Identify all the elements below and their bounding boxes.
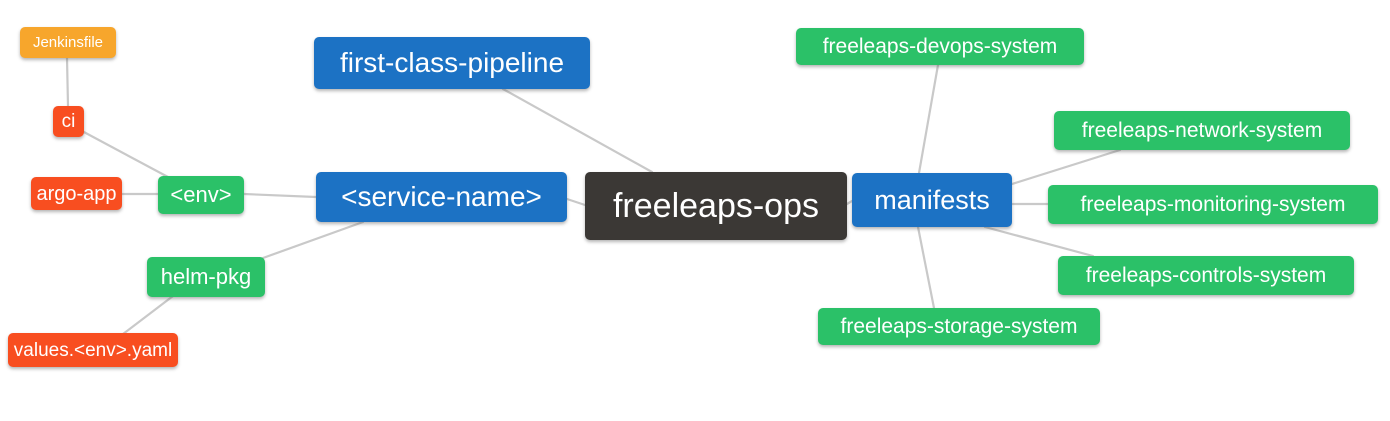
node-values-env-yaml[interactable]: values.<env>.yaml bbox=[8, 333, 178, 367]
node-label: Jenkinsfile bbox=[32, 34, 104, 51]
node-freeleaps-controls-system[interactable]: freeleaps-controls-system bbox=[1058, 256, 1354, 295]
node-label: manifests bbox=[874, 184, 990, 215]
node-freeleaps-network-system[interactable]: freeleaps-network-system bbox=[1054, 111, 1350, 150]
node-helm-pkg[interactable]: helm-pkg bbox=[147, 257, 265, 297]
edge-first-class-pipeline-to-freeleaps-ops bbox=[501, 87, 654, 174]
node-label: freeleaps-storage-system bbox=[840, 315, 1078, 338]
node-label: <service-name> bbox=[341, 181, 542, 212]
edge-service-name-to-freeleaps-ops bbox=[565, 197, 587, 207]
edge-manifests-to-freeleaps-storage-system bbox=[916, 225, 936, 310]
edge-manifests-to-freeleaps-devops-system bbox=[917, 63, 940, 175]
node-manifests[interactable]: manifests bbox=[852, 173, 1012, 227]
node-freeleaps-ops[interactable]: freeleaps-ops bbox=[585, 172, 847, 240]
node-service-name[interactable]: <service-name> bbox=[316, 172, 567, 222]
node-argo-app[interactable]: argo-app bbox=[31, 177, 122, 210]
edge-jenkinsfile-to-ci bbox=[65, 56, 70, 108]
edge-service-name-to-helm-pkg bbox=[261, 220, 365, 260]
node-env[interactable]: <env> bbox=[158, 176, 244, 214]
node-label: freeleaps-ops bbox=[612, 187, 819, 225]
node-label: freeleaps-monitoring-system bbox=[1080, 193, 1346, 216]
edge-manifests-to-freeleaps-network-system bbox=[1010, 148, 1122, 186]
node-freeleaps-devops-system[interactable]: freeleaps-devops-system bbox=[796, 28, 1084, 65]
node-label: <env> bbox=[170, 182, 232, 207]
node-label: first-class-pipeline bbox=[339, 47, 565, 78]
edge-manifests-to-freeleaps-controls-system bbox=[983, 225, 1095, 258]
edge-helm-pkg-to-values-env-yaml bbox=[121, 294, 175, 336]
node-ci[interactable]: ci bbox=[53, 106, 84, 137]
node-label: argo-app bbox=[36, 182, 117, 205]
node-label: values.<env>.yaml bbox=[13, 339, 173, 361]
node-freeleaps-storage-system[interactable]: freeleaps-storage-system bbox=[818, 308, 1100, 345]
node-label: freeleaps-devops-system bbox=[822, 35, 1058, 58]
edge-ci-to-env bbox=[80, 129, 170, 179]
node-label: helm-pkg bbox=[160, 264, 252, 289]
node-jenkinsfile[interactable]: Jenkinsfile bbox=[20, 27, 116, 58]
node-freeleaps-monitoring-system[interactable]: freeleaps-monitoring-system bbox=[1048, 185, 1378, 224]
node-label: freeleaps-network-system bbox=[1081, 119, 1323, 142]
node-first-class-pipeline[interactable]: first-class-pipeline bbox=[314, 37, 590, 89]
node-label: freeleaps-controls-system bbox=[1085, 264, 1327, 287]
edge-env-to-service-name bbox=[242, 192, 318, 199]
node-label: ci bbox=[61, 111, 76, 132]
